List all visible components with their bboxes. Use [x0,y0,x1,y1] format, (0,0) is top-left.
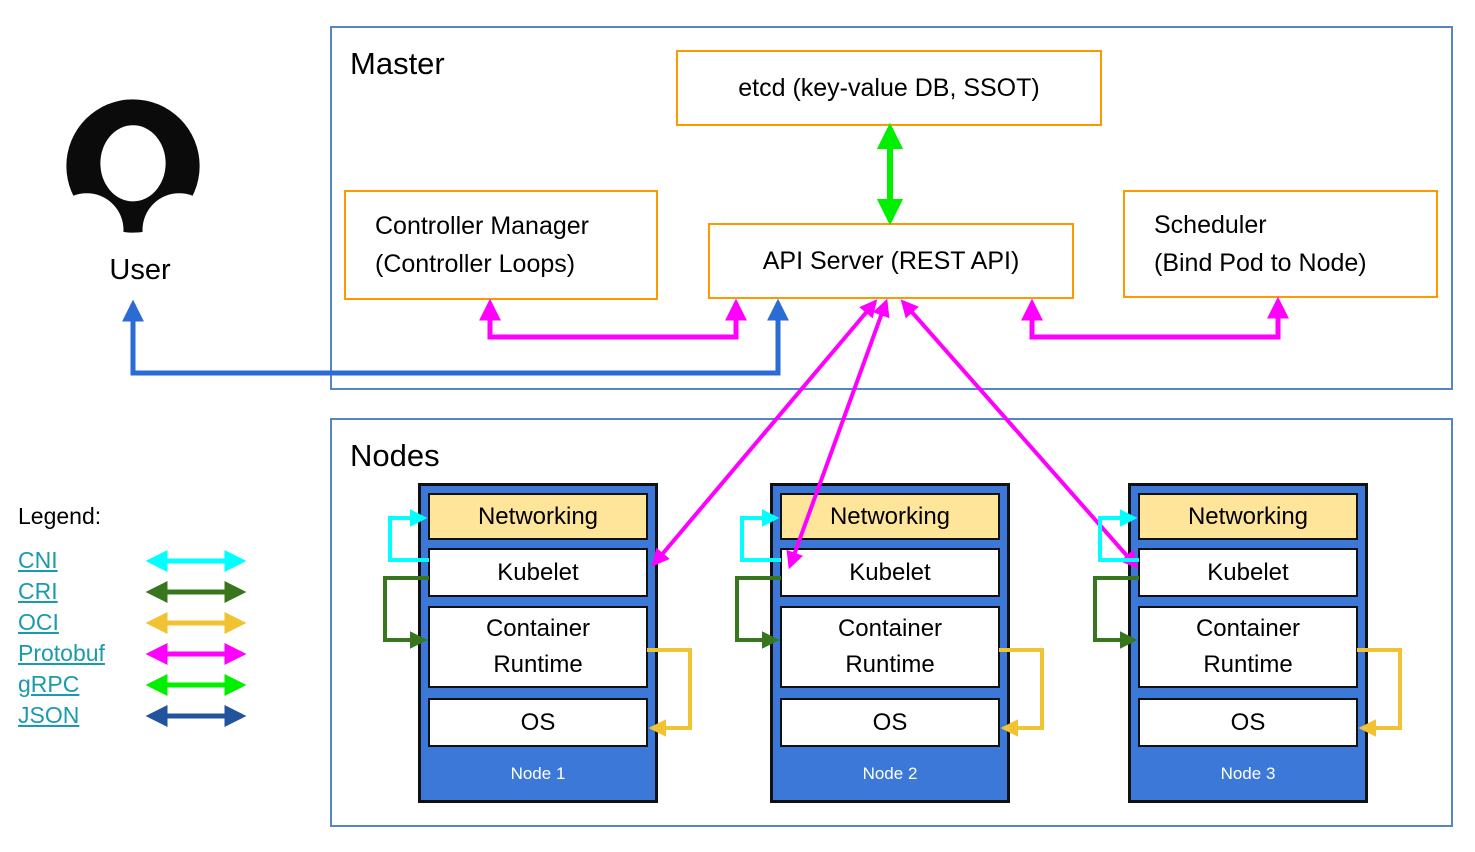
node-1-networking-box: Networking [428,493,648,540]
controller-manager-label-line2: (Controller Loops) [375,250,576,278]
user-label: User [109,254,171,286]
legend-link-json[interactable]: JSON [18,702,80,728]
api-server-label: API Server (REST API) [762,246,1020,275]
node-3-kubelet-box: Kubelet [1138,548,1358,597]
node-2-label: Node 2 [862,764,918,783]
node-2-kubelet-box: Kubelet [780,548,1000,597]
legend-link-protobuf[interactable]: Protobuf [18,640,105,666]
api-server-box: API Server (REST API) [708,223,1074,299]
legend-link-oci[interactable]: OCI [18,609,59,635]
user-icon [65,99,201,234]
node-1-kubelet-box: Kubelet [428,548,648,597]
node-1: Networking Kubelet Container Runtime OS … [418,483,658,803]
master-title: Master [350,46,445,81]
nodes-title: Nodes [350,438,440,473]
etcd-box: etcd (key-value DB, SSOT) [676,50,1102,126]
legend-link-grpc[interactable]: gRPC [18,671,80,697]
node-3-container-runtime-box: Container Runtime [1138,606,1358,688]
legend-title: Legend: [18,503,102,529]
scheduler-label-line2: (Bind Pod to Node) [1154,249,1367,277]
node-3-networking-box: Networking [1138,493,1358,540]
master-section: Master [330,26,1453,390]
node-2-os-box: OS [780,698,1000,747]
node-1-label: Node 1 [510,764,566,783]
controller-manager-box: Controller Manager (Controller Loops) [344,190,658,300]
node-2-networking-box: Networking [780,493,1000,540]
node-3: Networking Kubelet Container Runtime OS … [1128,483,1368,803]
node-3-os-box: OS [1138,698,1358,747]
node-2: Networking Kubelet Container Runtime OS … [770,483,1010,803]
scheduler-label-line1: Scheduler [1154,211,1267,239]
node-2-container-runtime-box: Container Runtime [780,606,1000,688]
legend-link-cri[interactable]: CRI [18,578,58,604]
legend-link-cni[interactable]: CNI [18,547,58,573]
user: User [60,96,220,292]
node-1-container-runtime-box: Container Runtime [428,606,648,688]
node-3-label: Node 3 [1220,764,1276,783]
controller-manager-label-line1: Controller Manager [375,212,589,240]
node-1-os-box: OS [428,698,648,747]
scheduler-box: Scheduler (Bind Pod to Node) [1123,190,1438,298]
etcd-label: etcd (key-value DB, SSOT) [738,73,1040,102]
nodes-section: Nodes [330,418,1453,827]
